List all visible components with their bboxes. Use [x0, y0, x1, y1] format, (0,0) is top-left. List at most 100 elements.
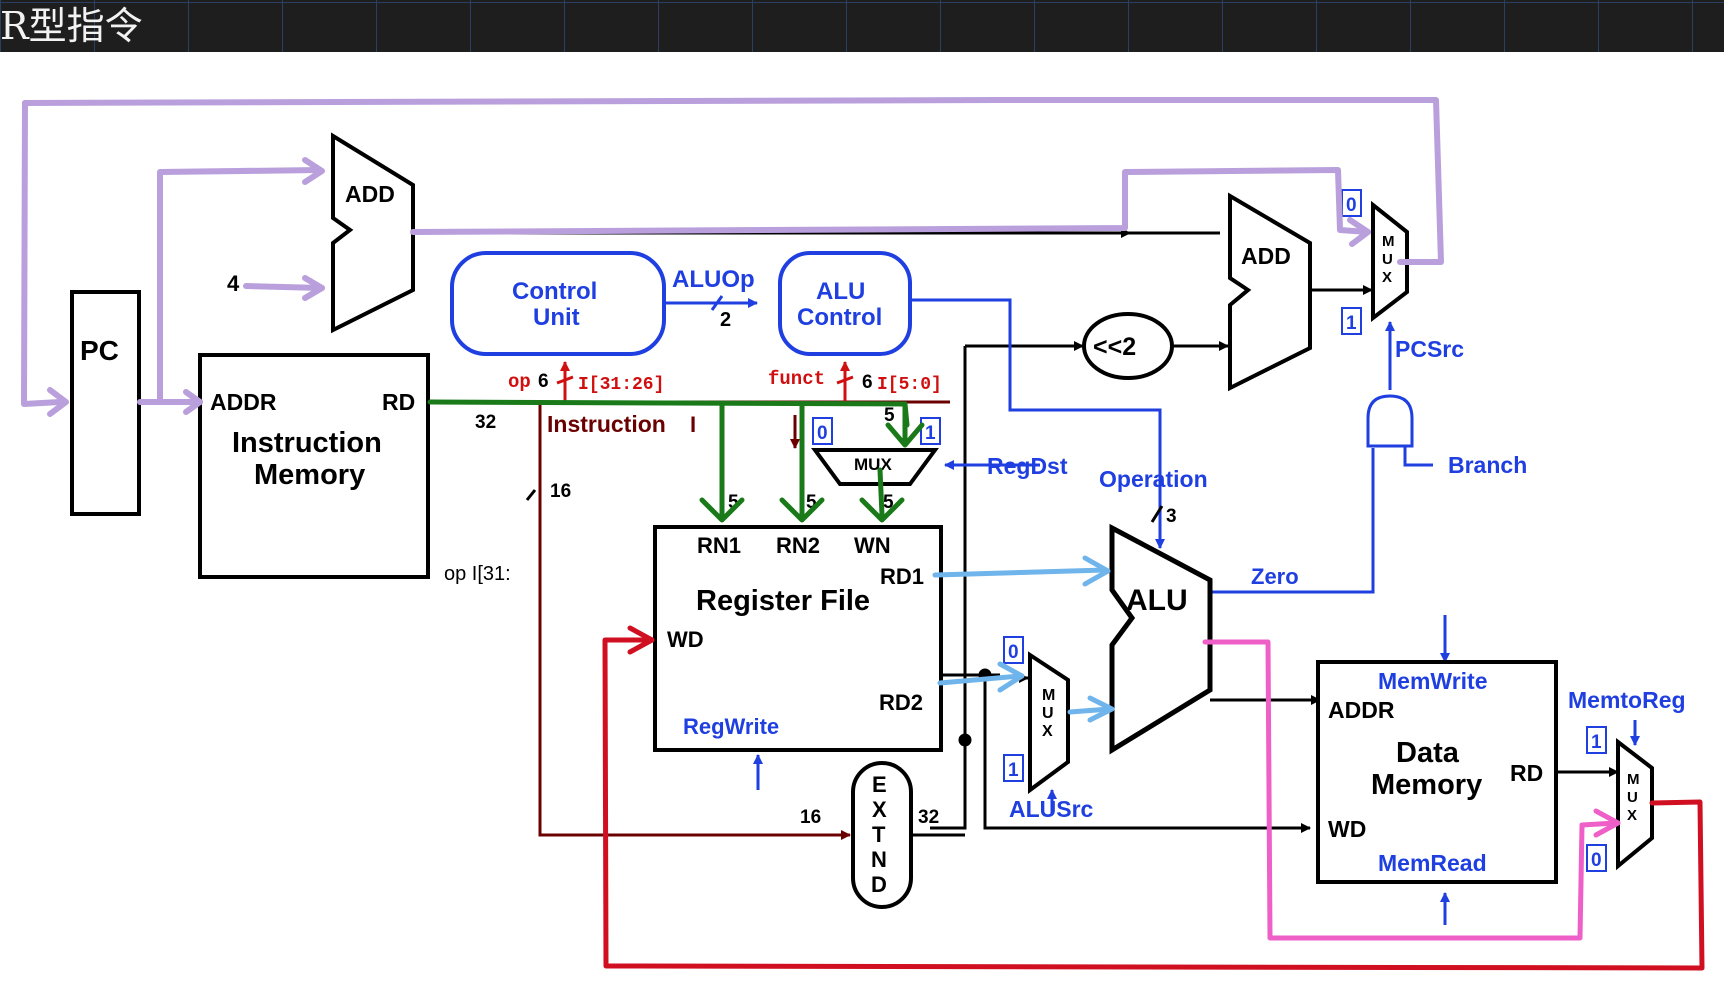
branch-and-gate	[1366, 394, 1414, 448]
register-field-highlight	[427, 399, 925, 523]
title-bar-gridline	[752, 0, 753, 52]
regdst-label: RegDst	[987, 453, 1068, 479]
pcsrc-mux-x: X	[1382, 269, 1392, 286]
data-memory	[1316, 660, 1558, 884]
extnd-in-width: 16	[800, 807, 821, 828]
dmem-title-1: Data	[1396, 737, 1460, 769]
extnd-e: E	[872, 772, 887, 797]
funct-width: 6	[862, 372, 873, 393]
imem-title-1: Instruction	[232, 427, 382, 459]
rd1-label: RD1	[880, 564, 924, 589]
operation-width: 3	[1166, 506, 1177, 527]
alusrc-mux-1: 1	[1008, 760, 1019, 781]
branch-adder	[1228, 192, 1312, 392]
title-bar-gridline	[470, 0, 471, 52]
alu-label: ALU	[1126, 584, 1188, 617]
alu-control-unit	[778, 251, 912, 356]
memtoreg-mux-x: X	[1627, 807, 1637, 824]
alusrc-mux-input-0	[1003, 636, 1024, 664]
extnd-n: N	[871, 847, 887, 872]
alu-result-highlight	[1202, 639, 1621, 941]
regwrite-label: RegWrite	[683, 714, 779, 739]
title-bar-gridline	[1222, 0, 1223, 52]
control-unit-label-2: Unit	[533, 304, 580, 331]
memtoreg-mux-1: 1	[1591, 732, 1602, 753]
wn-width: 5	[883, 492, 894, 513]
dmem-title-2: Memory	[1371, 769, 1482, 801]
pc-adder	[331, 132, 415, 334]
operation-label: Operation	[1099, 466, 1208, 492]
zero-label: Zero	[1251, 564, 1299, 589]
slide-title-bar: R型指令	[0, 0, 1724, 52]
title-bar-gridline	[376, 0, 377, 52]
title-bar-gridline	[940, 0, 941, 52]
regdst-mux-input-1	[920, 417, 941, 445]
op-funct-arrows	[556, 361, 854, 402]
dmem-addr-label: ADDR	[1328, 697, 1395, 723]
title-bar-gridline	[1316, 0, 1317, 52]
rt-width: 5	[884, 405, 895, 426]
aluop-width: 2	[720, 309, 731, 331]
regdst-mux-0: 0	[817, 423, 828, 444]
pcsrc-mux-input-1	[1341, 307, 1362, 335]
slide-title: R型指令	[0, 4, 143, 48]
memtoreg-mux-input-0	[1586, 844, 1607, 872]
shift-left-2	[1082, 312, 1174, 380]
title-bar-gridline	[1410, 0, 1411, 52]
writeback-highlight	[602, 625, 1705, 971]
instruction-memory	[198, 353, 430, 579]
pcsrc-mux-0: 0	[1346, 195, 1357, 216]
title-bar-gridline	[1504, 0, 1505, 52]
imem-width-32: 32	[475, 412, 496, 433]
imem-addr-label: ADDR	[210, 389, 277, 415]
pcsrc-mux-1: 1	[1346, 313, 1357, 334]
shift-label: <<2	[1093, 333, 1136, 361]
alusrc-mux-input-1	[1003, 754, 1024, 782]
op-bits-label: I[31:26]	[578, 375, 664, 395]
alu-control-label-2: Control	[797, 304, 882, 331]
wn-label: WN	[854, 533, 891, 558]
funct-label: funct	[768, 368, 825, 390]
aluop-width-tick	[710, 295, 724, 311]
aluop-label: ALUOp	[672, 266, 755, 293]
rd2-label: RD2	[879, 690, 923, 715]
alusrc-label: ALUSrc	[1009, 796, 1094, 822]
title-bar-gridline	[0, 0, 1, 52]
title-bar-gridline	[1034, 0, 1035, 52]
title-bar-gridline	[282, 0, 283, 52]
regdst-mux	[811, 448, 939, 486]
title-bar-gridline	[1692, 0, 1693, 52]
rs-width: 5	[728, 492, 739, 513]
title-bar-gridline	[564, 0, 565, 52]
control-unit-label-1: Control	[512, 278, 597, 305]
pcsrc-label: PCSrc	[1395, 336, 1464, 362]
datapath-diagram: PC ADD 4 ADDR RD Instruction Memory op I…	[21, 97, 1705, 971]
control-wires	[665, 298, 1640, 925]
extnd-d: D	[871, 872, 887, 897]
regdst-mux-input-0	[812, 417, 833, 445]
imem-rd-label: RD	[382, 389, 415, 415]
title-bar-gridline	[188, 0, 189, 52]
regdst-mux-label: MUX	[854, 455, 892, 474]
op-bits-fragment: op I[31:	[444, 563, 511, 585]
imem-title-2: Memory	[254, 459, 365, 491]
rt-width-2: 5	[806, 492, 817, 513]
alusrc-mux-x: X	[1042, 723, 1053, 740]
extnd-out-width: 32	[918, 807, 939, 828]
pc-update-highlight	[21, 97, 1444, 417]
instruction-cursor: I	[690, 412, 696, 437]
extnd-x: X	[872, 797, 887, 822]
dmem-rd-label: RD	[1510, 760, 1543, 786]
pcsrc-mux-m: M	[1382, 233, 1395, 250]
alusrc-mux-u: U	[1042, 705, 1054, 722]
dmem-wd-label: WD	[1328, 816, 1366, 842]
alu-operand-highlight	[932, 555, 1115, 723]
memtoreg-mux-input-1	[1586, 726, 1607, 754]
title-bar-gridline	[1598, 0, 1599, 52]
alu	[1109, 523, 1213, 755]
title-bar-rule	[0, 2, 1724, 3]
pcsrc-mux	[1371, 200, 1409, 323]
memread-label: MemRead	[1378, 850, 1487, 876]
memtoreg-mux-0: 0	[1591, 850, 1602, 871]
alusrc-mux-0: 0	[1008, 642, 1019, 663]
